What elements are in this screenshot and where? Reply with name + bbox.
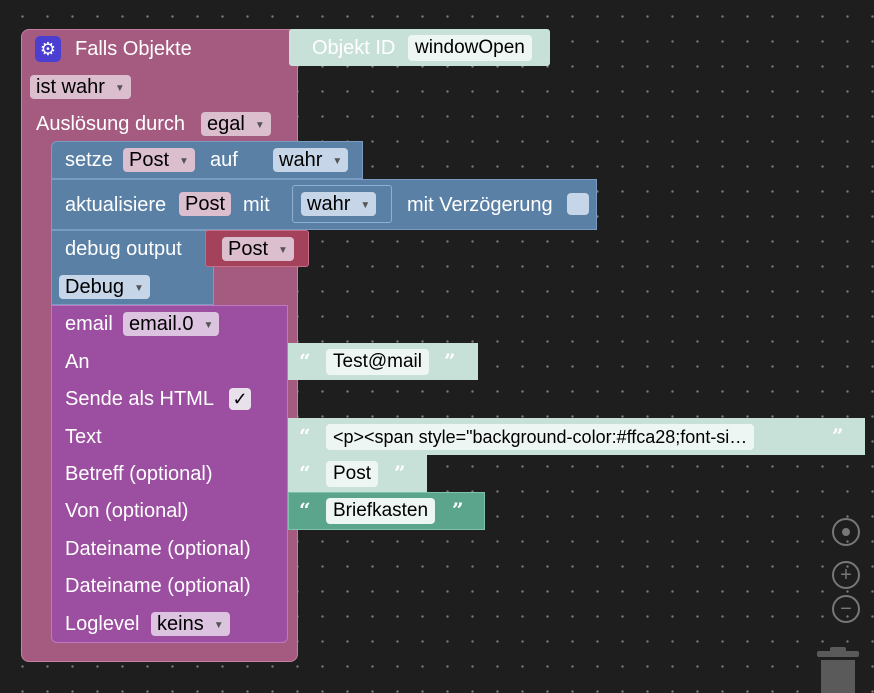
text-label: Text <box>65 426 102 448</box>
chevron-down-icon: ▼ <box>254 120 265 131</box>
an-field[interactable]: Test@mail <box>326 349 429 375</box>
trash-lid <box>817 651 859 657</box>
open-quote-icon: “ <box>299 349 311 373</box>
betreff-field[interactable]: Post <box>326 461 379 487</box>
minus-icon[interactable]: − <box>832 595 860 623</box>
text-field[interactable]: <p><span style="background-color:#ffca28… <box>326 424 755 450</box>
setze-label: setze <box>65 149 113 171</box>
von-label: Von (optional) <box>65 500 189 522</box>
debug-level-value: Debug <box>65 276 124 298</box>
plus-icon[interactable]: + <box>832 561 860 589</box>
chevron-down-icon: ▼ <box>360 200 371 211</box>
gear-icon: ⚙ <box>35 36 61 62</box>
debug-level-dropdown[interactable]: Debug ▼ <box>59 275 150 299</box>
email-instance-dropdown[interactable]: email.0 ▼ <box>123 312 220 336</box>
betreff-label: Betreff (optional) <box>65 463 213 485</box>
debug-variable-dropdown[interactable]: Post ▼ <box>222 237 294 261</box>
trigger-title: Falls Objekte <box>75 38 192 60</box>
condition-value: ist wahr <box>36 76 105 98</box>
delay-checkbox[interactable] <box>567 193 589 215</box>
aktualisiere-value: wahr <box>307 193 351 215</box>
trash-body <box>821 660 855 693</box>
object-id-field[interactable]: windowOpen <box>408 35 532 61</box>
condition-dropdown[interactable]: ist wahr ▼ <box>30 75 131 99</box>
open-quote-icon: “ <box>299 461 311 485</box>
trigger-value: egal <box>207 113 245 135</box>
close-quote-icon: ” <box>832 424 844 448</box>
crosshair-icon[interactable] <box>832 518 860 546</box>
trigger-dropdown[interactable]: egal ▼ <box>201 112 271 136</box>
aktualisiere-variable-field[interactable]: Post <box>179 192 232 216</box>
setze-variable-value: Post <box>129 149 170 171</box>
chevron-down-icon: ▼ <box>133 283 144 294</box>
chevron-down-icon: ▼ <box>213 620 224 631</box>
setze-variable-dropdown[interactable]: Post ▼ <box>123 148 195 172</box>
close-quote-icon: ” <box>444 349 456 373</box>
delay-label: mit Verzögerung <box>407 194 553 216</box>
aktualisiere-value-dropdown[interactable]: wahr ▼ <box>301 192 377 216</box>
an-label: An <box>65 351 90 373</box>
setze-value-dropdown[interactable]: wahr ▼ <box>273 148 349 172</box>
trash-handle <box>830 647 846 652</box>
chevron-down-icon: ▼ <box>203 320 214 331</box>
aktualisiere-label: aktualisiere <box>65 194 167 216</box>
aktualisiere-mit-label: mit <box>243 194 270 216</box>
debug-variable-value: Post <box>228 238 269 260</box>
aktualisiere-value-socket <box>292 185 392 223</box>
chevron-down-icon: ▼ <box>278 245 288 256</box>
email-instance-value: email.0 <box>129 313 194 335</box>
close-quote-icon: ” <box>452 498 464 522</box>
chevron-down-icon: ▼ <box>179 156 189 167</box>
setze-value: wahr <box>279 149 323 171</box>
chevron-down-icon: ▼ <box>332 156 343 167</box>
chevron-down-icon: ▼ <box>114 83 125 94</box>
loglevel-value: keins <box>157 613 204 635</box>
email-block[interactable] <box>51 305 288 643</box>
trash-icon[interactable] <box>817 647 861 693</box>
email-label: email <box>65 313 113 335</box>
open-quote-icon: “ <box>299 424 311 448</box>
dateiname2-label: Dateiname (optional) <box>65 575 251 597</box>
loglevel-dropdown[interactable]: keins ▼ <box>151 612 230 636</box>
von-field[interactable]: Briefkasten <box>326 498 436 524</box>
trigger-label: Auslösung durch <box>36 113 185 135</box>
loglevel-label: Loglevel <box>65 613 140 635</box>
setze-auf-label: auf <box>210 149 238 171</box>
object-id-label: Objekt ID <box>312 37 396 59</box>
close-quote-icon: ” <box>394 461 406 485</box>
dateiname1-label: Dateiname (optional) <box>65 538 251 560</box>
open-quote-icon: “ <box>299 498 311 522</box>
html-label: Sende als HTML <box>65 388 214 410</box>
html-checkbox[interactable]: ✓ <box>229 388 251 410</box>
crosshair-dot <box>842 528 850 536</box>
debug-label: debug output <box>65 238 182 260</box>
